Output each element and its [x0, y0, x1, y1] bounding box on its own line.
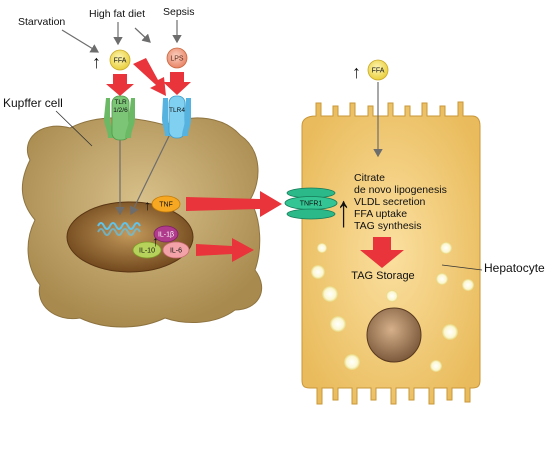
high-fat-diet-arrow-2	[134, 27, 151, 43]
effect-item: VLDL secretion	[354, 196, 426, 208]
tlr126-label-line1: TLR	[114, 99, 127, 106]
ffa-badge	[109, 49, 131, 71]
red-arrow-ffa-to-tlr4	[133, 58, 166, 96]
sepsis-label: Sepsis	[163, 6, 195, 18]
il1b-label: IL-1β	[158, 232, 174, 239]
red-arrow-il6-to-hepatocyte	[196, 238, 254, 262]
red-arrow-lps-to-tlr4	[163, 72, 191, 95]
hepatocyte-label: Hepatocyte	[484, 261, 545, 275]
tlr126-label-line2: 1/2/6	[113, 107, 128, 114]
ffa-label: FFA	[114, 58, 127, 65]
ffa-up-arrow: ↑	[92, 52, 101, 72]
ffa-hepatocyte-up-arrow: ↑	[352, 62, 361, 82]
starvation-arrow	[61, 29, 100, 53]
il10-badge	[132, 241, 162, 259]
tnfr1-label: TNFR1	[300, 201, 323, 208]
il6-badge	[162, 241, 190, 259]
il6-label: IL-6	[170, 248, 182, 255]
starvation-label: Starvation	[18, 16, 65, 28]
kupffer-nucleus	[66, 201, 194, 273]
ffa-hepatocyte-badge	[367, 59, 389, 81]
red-arrow-tnf-to-tnfr1	[186, 191, 282, 217]
red-arrow-ffa-to-tlr126	[106, 74, 134, 96]
effect-item: TAG synthesis	[354, 220, 422, 232]
lps-badge	[166, 47, 188, 69]
effect-item: FFA uptake	[354, 208, 407, 220]
effect-item: de novo lipogenesis	[354, 184, 447, 196]
cytokine-up-arrow: ↑	[152, 233, 159, 249]
lipid-droplets	[311, 237, 474, 372]
tnf-up-arrow: ↑	[144, 197, 151, 213]
hepatocyte-pointer-line	[441, 264, 483, 271]
high-fat-diet-label: High fat diet	[89, 8, 145, 20]
kupffer-cell-label: Kupffer cell	[3, 96, 63, 110]
tnf-label: TNF	[159, 202, 173, 209]
tlr4-label: TLR4	[169, 107, 185, 114]
tnfr1-receptor	[284, 187, 338, 220]
effect-item: Citrate	[354, 172, 385, 184]
ffa-hepatocyte-label: FFA	[372, 68, 385, 75]
tlr4-to-nucleus-line	[129, 133, 171, 216]
red-arrow-tag-storage	[360, 237, 404, 268]
il10-label: IL-10	[139, 248, 155, 255]
tlr126-receptor	[104, 95, 135, 141]
lps-label: LPS	[170, 56, 184, 63]
il1b-badge	[153, 225, 179, 243]
tlr4-receptor	[162, 95, 191, 139]
tag-storage-label: TAG Storage	[351, 270, 414, 282]
dna-icon	[97, 222, 141, 236]
tnf-badge	[151, 195, 181, 213]
effects-up-arrow: ↑	[336, 186, 351, 237]
hepatocyte-nucleus	[366, 307, 422, 363]
kupffer-pointer-line	[55, 110, 93, 147]
